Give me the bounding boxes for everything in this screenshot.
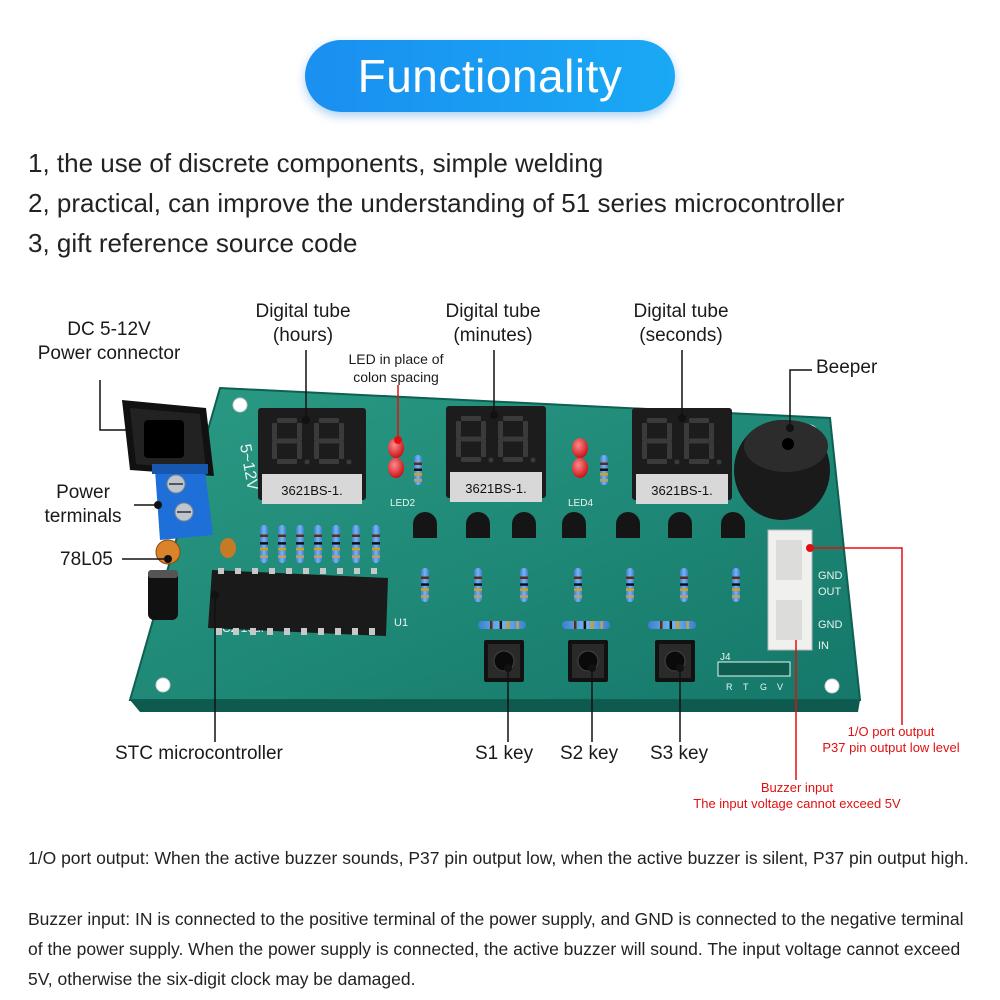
screw-terminal (152, 464, 213, 540)
j4-pin-g: G (760, 682, 767, 692)
callout-lines (99, 350, 812, 742)
label-s1-key: S1 key (475, 743, 534, 764)
display-minutes: 3621BS-1. (446, 406, 546, 502)
note-io-port: 1/O port output: When the active buzzer … (28, 848, 969, 868)
feature-1: 1, the use of discrete components, simpl… (28, 148, 604, 178)
label-s3-key: S3 key (650, 743, 709, 764)
label-78l05: 78L05 (60, 549, 113, 570)
note-buzzer-input: Buzzer input: IN is connected to the pos… (28, 909, 964, 989)
label-io-port: 1/O port output P37 pin output low level (822, 724, 960, 755)
label-tube-minutes: Digital tube (minutes) (445, 301, 541, 346)
page-title: Functionality (305, 40, 675, 112)
j4-pin-v: V (777, 682, 783, 692)
display-seconds: 3621BS-1. (632, 408, 732, 504)
label-s2-key: S2 key (560, 743, 619, 764)
feature-2: 2, practical, can improve the understand… (28, 188, 845, 218)
display-hours: 3621BS-1. (258, 408, 366, 504)
led4-label: LED4 (568, 498, 593, 509)
resistor-groups (260, 455, 740, 629)
pin-out: OUT (818, 586, 842, 598)
pin-gnd-2: GND (818, 619, 843, 631)
colon-leds-right: LED4 (568, 438, 593, 509)
pin-gnd-1: GND (818, 570, 843, 582)
ic-chip: U1 (208, 568, 408, 636)
j4-header: J4 R T G V (717, 652, 791, 692)
label-power-terminals: Power terminals (44, 482, 122, 527)
label-tube-hours: Digital tube (hours) (255, 301, 351, 346)
display-hours-model: 3621BS-1. (281, 483, 342, 498)
transistor-row (413, 512, 745, 538)
j4-label: J4 (720, 652, 731, 663)
callout-dots (154, 411, 794, 672)
feature-3: 3, gift reference source code (28, 228, 358, 258)
label-buzzer-input: Buzzer input The input voltage cannot ex… (693, 780, 901, 811)
key-buttons (484, 640, 695, 682)
ic-label: U1 (394, 617, 408, 629)
label-power-connector: DC 5-12V Power connector (37, 319, 181, 364)
display-minutes-model: 3621BS-1. (465, 481, 526, 496)
label-led-colon: LED in place of colon spacing (348, 351, 444, 385)
label-beeper: Beeper (816, 357, 878, 378)
label-stc-mcu: STC microcontroller (115, 743, 283, 764)
beeper (734, 420, 830, 520)
dc-jack (122, 400, 214, 476)
led2-label: LED2 (390, 498, 415, 509)
j4-pin-t: T (743, 682, 749, 692)
callout-lines-red (397, 385, 903, 780)
j4-pin-r: R (726, 682, 733, 692)
white-connector: GND OUT GND IN (767, 529, 843, 652)
label-tube-seconds: Digital tube (seconds) (633, 301, 729, 346)
pin-in: IN (818, 640, 829, 652)
display-seconds-model: 3621BS-1. (651, 483, 712, 498)
